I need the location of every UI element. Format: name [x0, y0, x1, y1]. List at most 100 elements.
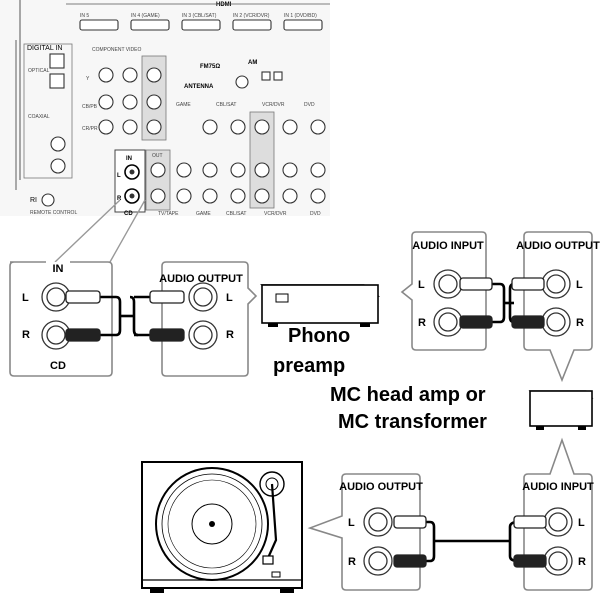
preamp-output-r: R: [226, 329, 234, 341]
headamp-input-l: L: [578, 517, 585, 529]
cable-preamp-side: [134, 295, 150, 337]
tonearm-rest: [271, 571, 281, 578]
turntable-foot: [150, 588, 164, 593]
hdmi-port-5: [79, 19, 119, 31]
cable-preamp-to-headamp: [459, 277, 545, 329]
preamp-foot: [268, 323, 278, 327]
preamp-body: [261, 284, 379, 324]
cd-jack-l-ring: [46, 287, 66, 307]
zoom-callout-lines: [54, 199, 146, 263]
cd-box-footer: CD: [50, 360, 66, 372]
cd-input-box: IN L R CD: [9, 261, 113, 377]
component-row-pr: CR/PR: [82, 126, 98, 132]
cd-panel-jack-l-center: [129, 169, 135, 175]
preamp-input-jack-l-ring: [438, 274, 458, 294]
out-label: OUT: [152, 153, 163, 159]
row-label-cbl-sat: CBL/SAT: [216, 102, 236, 108]
digital-in-title: DIGITAL IN: [27, 45, 62, 52]
headamp-input-r: R: [578, 556, 586, 568]
component-jack: [98, 119, 114, 135]
receiver-rear-panel: HDMI IN 5 IN 4 (GAME) IN 3 (CBL/SAT) IN …: [0, 0, 330, 217]
preamp-output-title: AUDIO OUTPUT: [159, 273, 243, 285]
cd-panel-r-label: R: [117, 196, 122, 202]
turntable-output-r: R: [348, 556, 356, 568]
audio-jack: [176, 188, 192, 204]
cable-left-side: [426, 520, 436, 563]
plug-black: [149, 328, 185, 342]
preamp-foot: [360, 323, 370, 327]
row-label-game: GAME: [176, 102, 191, 108]
cable-turntable-to-headamp: [393, 515, 547, 568]
optical-label: OPTICAL: [28, 68, 50, 74]
audio-jack: [282, 119, 298, 135]
component-jack: [146, 94, 162, 110]
headamp-foot: [536, 426, 544, 430]
hdmi-port-4: [130, 19, 170, 31]
row-label-tv-tape: TV/TAPE: [158, 211, 179, 217]
component-jack: [98, 94, 114, 110]
row-label-vcr-dvr-bottom: VCR/DVR: [264, 211, 287, 217]
ri-label: RI: [30, 197, 37, 204]
component-jack: [146, 67, 162, 83]
optical-port-2: [49, 73, 65, 89]
spindle: [209, 521, 215, 527]
optical-port-1: [49, 53, 65, 69]
headamp-input-title: AUDIO INPUT: [522, 481, 594, 493]
audio-jack: [230, 162, 246, 178]
hdmi-port-label-2: IN 2 (VCR/DVR): [233, 13, 270, 19]
audio-jack: [254, 188, 270, 204]
audio-jack: [310, 188, 326, 204]
plug-black: [65, 328, 101, 342]
coaxial-port-1: [50, 136, 66, 152]
tonearm: [266, 483, 278, 559]
plug-white: [393, 515, 427, 529]
plug-white: [513, 515, 547, 529]
phono-preamp-label-line1: Phono: [288, 325, 350, 347]
hdmi-port-3: [181, 19, 221, 31]
plug-black: [393, 554, 427, 568]
cd-box-title: IN: [53, 263, 64, 275]
mc-label-line1: MC head amp or: [330, 384, 486, 406]
fm-antenna-jack: [235, 75, 249, 89]
component-jack: [122, 67, 138, 83]
turntable-output-box: AUDIO OUTPUT L R: [307, 473, 423, 591]
antenna-label: ANTENNA: [184, 84, 214, 90]
headamp-output-jack-r-ring: [546, 312, 566, 332]
cable-cd-to-preamp: [65, 290, 185, 342]
hdmi-port-label-5: IN 5: [80, 13, 89, 19]
headamp-input-jack-r-ring: [548, 551, 568, 571]
turntable-output-title: AUDIO OUTPUT: [339, 481, 423, 493]
headamp-input-jack-l-ring: [548, 512, 568, 532]
turntable-foot: [280, 588, 294, 593]
cd-in-label: IN: [126, 156, 132, 162]
audio-jack: [310, 162, 326, 178]
component-row-y: Y: [86, 76, 90, 82]
audio-jack: [176, 162, 192, 178]
turntable-output-jack-l-ring: [368, 512, 388, 532]
audio-jack: [202, 119, 218, 135]
turntable-output-jack-r-ring: [368, 551, 388, 571]
component-jack: [122, 94, 138, 110]
cd-panel-jack-r-center: [129, 193, 135, 199]
cd-jack-r-ring: [46, 325, 66, 345]
preamp-input-r: R: [418, 317, 426, 329]
coaxial-label: COAXIAL: [28, 114, 50, 120]
plug-black: [513, 554, 547, 568]
headamp-output-frame: [523, 231, 593, 383]
preamp-input-l: L: [418, 279, 425, 291]
component-video-title: COMPONENT VIDEO: [92, 47, 141, 53]
cable-left-side: [492, 282, 506, 324]
audio-jack: [254, 119, 270, 135]
audio-jack: [150, 162, 166, 178]
audio-jack: [202, 162, 218, 178]
plug-white: [511, 277, 545, 291]
cd-box-frame: [9, 261, 113, 377]
plug-black: [511, 315, 545, 329]
plug-white: [149, 290, 185, 304]
turntable-output-l: L: [348, 517, 355, 529]
hdmi-title: HDMI: [216, 2, 232, 8]
mc-head-amp-device: [528, 390, 594, 430]
headamp-output-box: AUDIO OUTPUT L R: [516, 231, 600, 383]
plug-black: [459, 315, 493, 329]
plug-white: [459, 277, 493, 291]
